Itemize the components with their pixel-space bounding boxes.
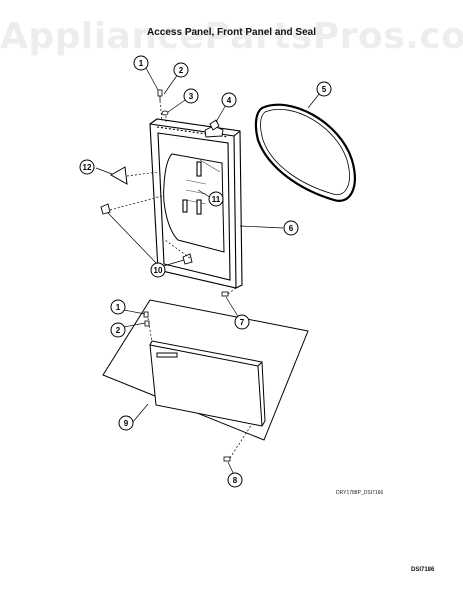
bracket	[204, 119, 224, 138]
access-panel	[149, 340, 266, 427]
grommet	[100, 203, 193, 265]
callout-number: 9	[124, 419, 129, 428]
callout-5: 5	[316, 81, 332, 97]
callout-2: 2	[173, 62, 189, 78]
callout-number: 7	[240, 318, 245, 327]
callout-number: 11	[212, 195, 221, 204]
latch	[223, 456, 231, 462]
callout-number: 8	[233, 476, 238, 485]
callout-number: 4	[227, 96, 232, 105]
callout-number: 2	[116, 326, 121, 335]
callout-9: 9	[118, 415, 134, 431]
diagram-title: Access Panel, Front Panel and Seal	[147, 27, 316, 38]
diagram-code: DSI7186	[411, 567, 435, 573]
callout-7: 7	[234, 314, 250, 330]
figure-code: DRY1788P_DSI7166	[336, 490, 384, 496]
callout-number: 1	[116, 303, 121, 312]
callout-10: 10	[150, 262, 166, 278]
callout-number: 6	[289, 224, 294, 233]
callout-12: 12	[79, 159, 95, 175]
callout-2: 2	[110, 322, 126, 338]
callout-8: 8	[227, 472, 243, 488]
washer	[161, 110, 169, 116]
callout-1: 1	[133, 55, 149, 71]
door-seal	[254, 103, 356, 202]
callout-number: 5	[322, 85, 327, 94]
callout-3: 3	[183, 88, 199, 104]
callout-6: 6	[283, 220, 299, 236]
front-panel	[149, 118, 243, 289]
dashed-assembly-lines	[109, 100, 253, 459]
callout-number: 10	[154, 266, 163, 275]
callout-number: 12	[83, 163, 92, 172]
callout-number: 1	[139, 59, 144, 68]
callout-number: 2	[179, 66, 184, 75]
callout-4: 4	[221, 92, 237, 108]
callout-11: 11	[208, 191, 224, 207]
clip	[221, 291, 229, 297]
callout-1: 1	[110, 299, 126, 315]
screw	[157, 89, 163, 101]
callout-number: 3	[189, 92, 194, 101]
guide	[109, 166, 128, 185]
